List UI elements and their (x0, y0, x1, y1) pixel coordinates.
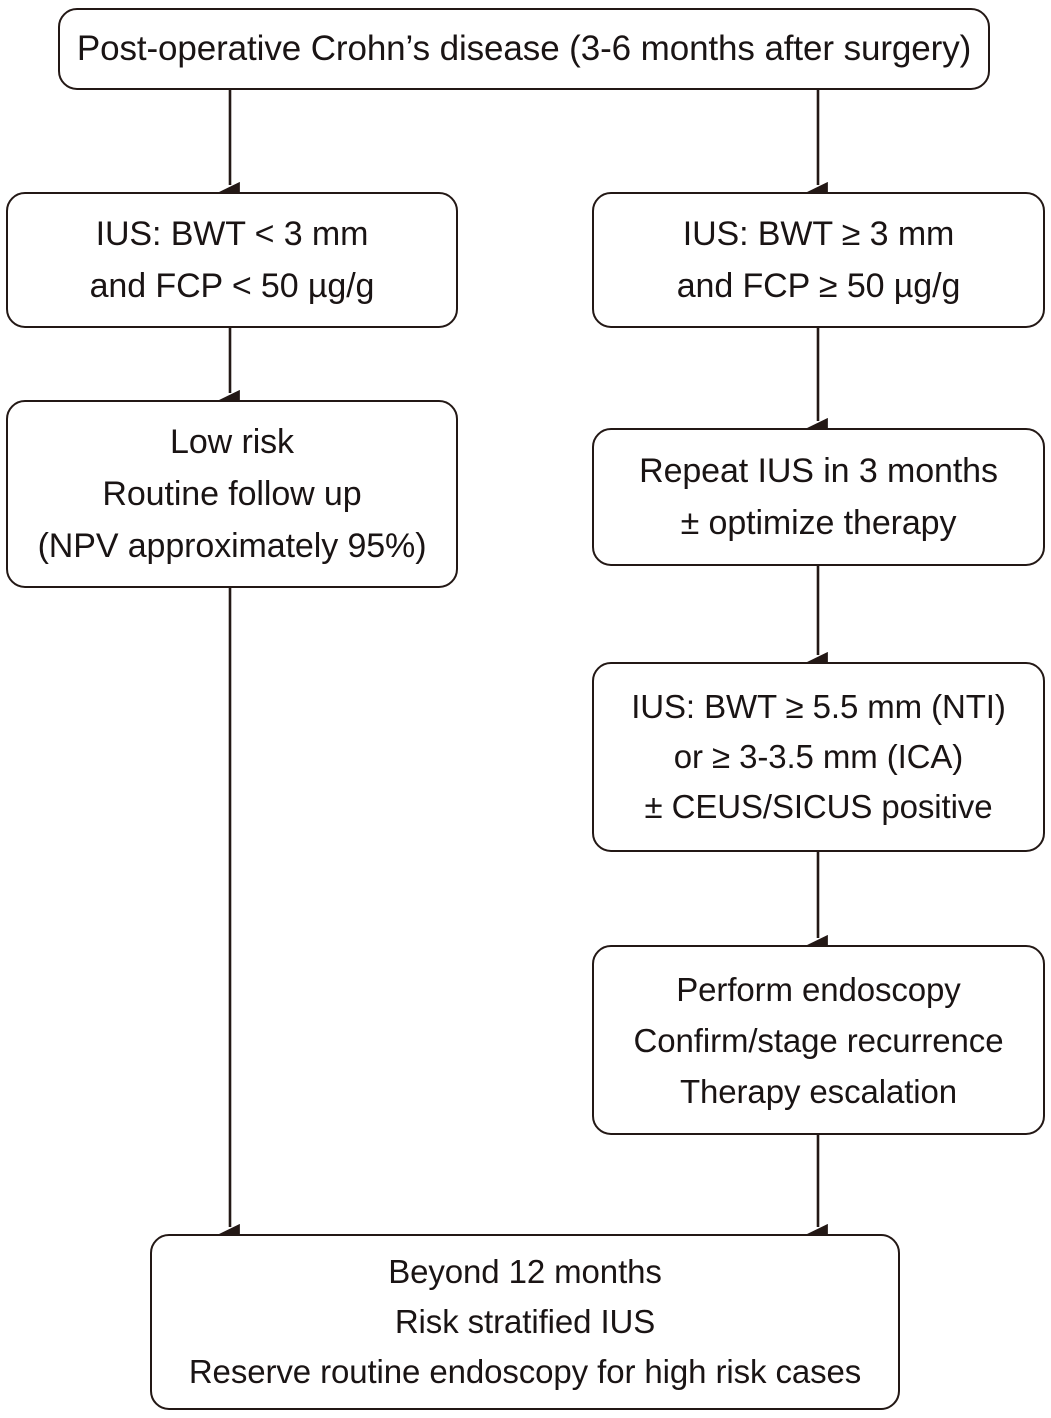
node-ius-bwt-over-3mm: IUS: BWT ≥ 3 mm and FCP ≥ 50 µg/g (592, 192, 1045, 328)
node-line: IUS: BWT ≥ 3 mm (682, 215, 955, 253)
node-line: Therapy escalation (679, 1072, 958, 1110)
node-ius-bwt-under-3mm: IUS: BWT < 3 mm and FCP < 50 µg/g (6, 192, 458, 328)
node-line: Confirm/stage recurrence (633, 1021, 1004, 1059)
node-line: Risk stratified IUS (394, 1303, 656, 1340)
node-line: Routine follow up (102, 475, 362, 513)
node-line: IUS: BWT ≥ 5.5 mm (NTI) (631, 688, 1006, 725)
node-line: ± optimize therapy (680, 504, 957, 542)
node-line: Beyond 12 months (388, 1253, 662, 1290)
node-line: ± CEUS/SICUS positive (644, 788, 993, 825)
node-line: Post-operative Crohn’s disease (3-6 mont… (76, 29, 972, 68)
node-line: (NPV approximately 95%) (37, 527, 427, 565)
node-line: or ≥ 3-3.5 mm (ICA) (673, 738, 964, 775)
node-line: Reserve routine endoscopy for high risk … (188, 1353, 862, 1390)
node-line: and FCP < 50 µg/g (89, 267, 375, 305)
node-perform-endoscopy: Perform endoscopy Confirm/stage recurren… (592, 945, 1045, 1135)
node-line: IUS: BWT < 3 mm (95, 215, 369, 253)
node-ius-bwt-thresholds-nti-ica: IUS: BWT ≥ 5.5 mm (NTI) or ≥ 3-3.5 mm (I… (592, 662, 1045, 852)
node-low-risk-routine-follow-up: Low risk Routine follow up (NPV approxim… (6, 400, 458, 588)
node-line: Perform endoscopy (676, 970, 961, 1008)
node-line: and FCP ≥ 50 µg/g (676, 267, 961, 305)
node-post-operative-crohns-disease: Post-operative Crohn’s disease (3-6 mont… (58, 8, 990, 90)
node-repeat-ius-3-months: Repeat IUS in 3 months ± optimize therap… (592, 428, 1045, 566)
node-line: Low risk (170, 423, 294, 461)
node-line: Repeat IUS in 3 months (639, 452, 998, 490)
node-beyond-12-months: Beyond 12 months Risk stratified IUS Res… (150, 1234, 900, 1410)
